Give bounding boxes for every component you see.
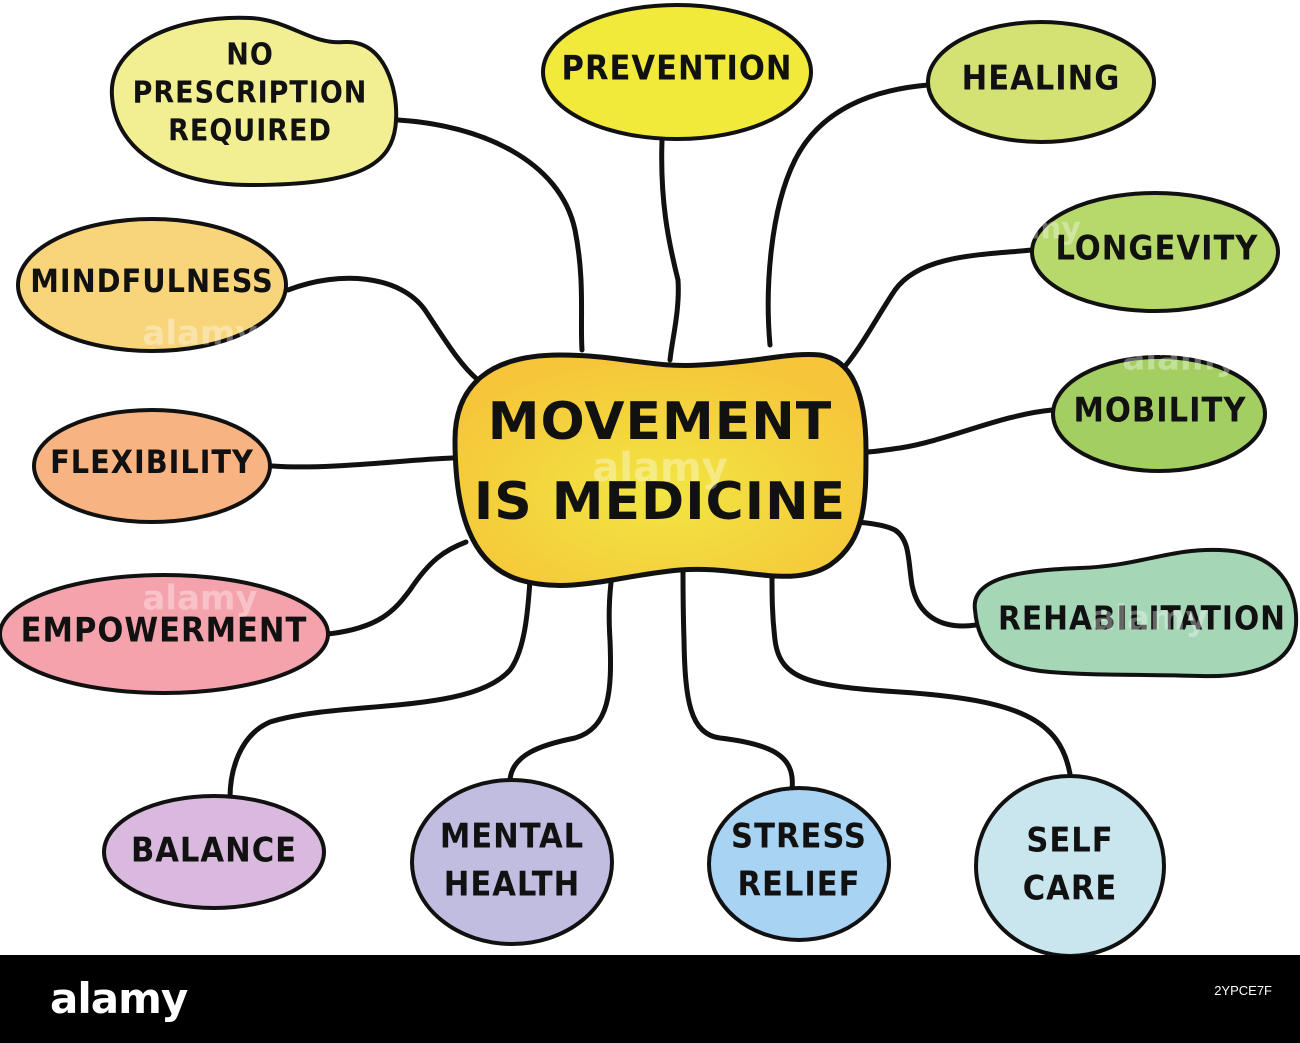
node-label-stress-relief: STRESS <box>731 817 867 857</box>
watermark-text: alamy <box>142 579 257 619</box>
watermark-text: alamy <box>979 212 1081 247</box>
image-id: 2YPCE7F <box>1214 983 1272 998</box>
branch-nodes <box>0 3 1299 955</box>
node-rehabilitation <box>972 547 1299 679</box>
node-healing <box>926 20 1156 144</box>
connector-balance <box>227 577 533 801</box>
node-label-stress-relief: RELIEF <box>737 865 860 905</box>
center-label: MOVEMENT IS MEDICINE <box>474 392 846 532</box>
alamy-logo: alamy <box>50 974 188 1023</box>
node-self-care <box>974 774 1166 955</box>
watermark-text: alamy <box>289 217 391 252</box>
watermark-text: alamy <box>1092 599 1207 639</box>
footer-bar: alamy 2YPCE7F <box>0 955 1300 1043</box>
watermarks: alamy alamy alamy alamy alamy alamy alam… <box>142 212 1237 639</box>
connector-flexibility <box>269 455 455 470</box>
node-balance <box>102 794 326 910</box>
node-mindfulness <box>16 217 288 353</box>
node-label-mental-health: MENTAL <box>440 817 584 857</box>
node-flexibility <box>32 408 272 524</box>
connector-rehabilitation <box>853 519 979 629</box>
watermark-text: alamy <box>592 445 727 491</box>
connector-mental-health <box>507 571 615 783</box>
connector-empowerment <box>325 539 469 637</box>
node-label-rehabilitation: REHABILITATION <box>998 599 1286 638</box>
node-label-empowerment: EMPOWERMENT <box>21 611 308 651</box>
connector-healing <box>765 82 931 348</box>
watermark-text: alamy <box>142 314 257 354</box>
connector-no-prescription <box>395 117 585 353</box>
node-label-prevention: PREVENTION <box>562 49 793 89</box>
node-mobility <box>1051 355 1267 473</box>
center-node <box>452 351 869 588</box>
node-label-self-care: SELF <box>1026 821 1113 861</box>
connector-lines <box>227 82 1073 801</box>
connector-prevention <box>659 137 681 363</box>
node-longevity <box>1030 191 1280 313</box>
node-label-mindfulness: MINDFULNESS <box>30 262 274 300</box>
node-stress-relief <box>707 786 891 942</box>
node-label-mental-health: HEALTH <box>444 865 581 905</box>
node-label-healing: HEALING <box>962 59 1121 99</box>
node-label-no-prescription-required: NO <box>226 38 274 73</box>
connector-self-care <box>769 571 1073 777</box>
connector-mindfulness <box>285 275 481 383</box>
node-mental-health <box>410 778 614 946</box>
connector-longevity <box>837 247 1035 375</box>
center-title-line-1: MOVEMENT <box>488 392 833 452</box>
node-label-longevity: LONGEVITY <box>1056 229 1259 269</box>
node-label-self-care: CARE <box>1023 869 1118 909</box>
node-label-no-prescription-required: PRESCRIPTION <box>133 76 368 111</box>
node-prevention <box>541 3 813 141</box>
node-label-balance: BALANCE <box>131 831 297 871</box>
center-title-line-2: IS MEDICINE <box>474 472 846 532</box>
node-label-no-prescription-required: REQUIRED <box>168 114 332 149</box>
watermark-text: alamy <box>1122 339 1237 379</box>
node-no-prescription-required <box>109 15 399 188</box>
connector-stress-relief <box>680 565 795 793</box>
node-label-flexibility: FLEXIBILITY <box>50 443 254 481</box>
node-label-mobility: MOBILITY <box>1073 391 1246 431</box>
node-empowerment <box>0 573 330 695</box>
connector-mobility <box>863 407 1055 455</box>
